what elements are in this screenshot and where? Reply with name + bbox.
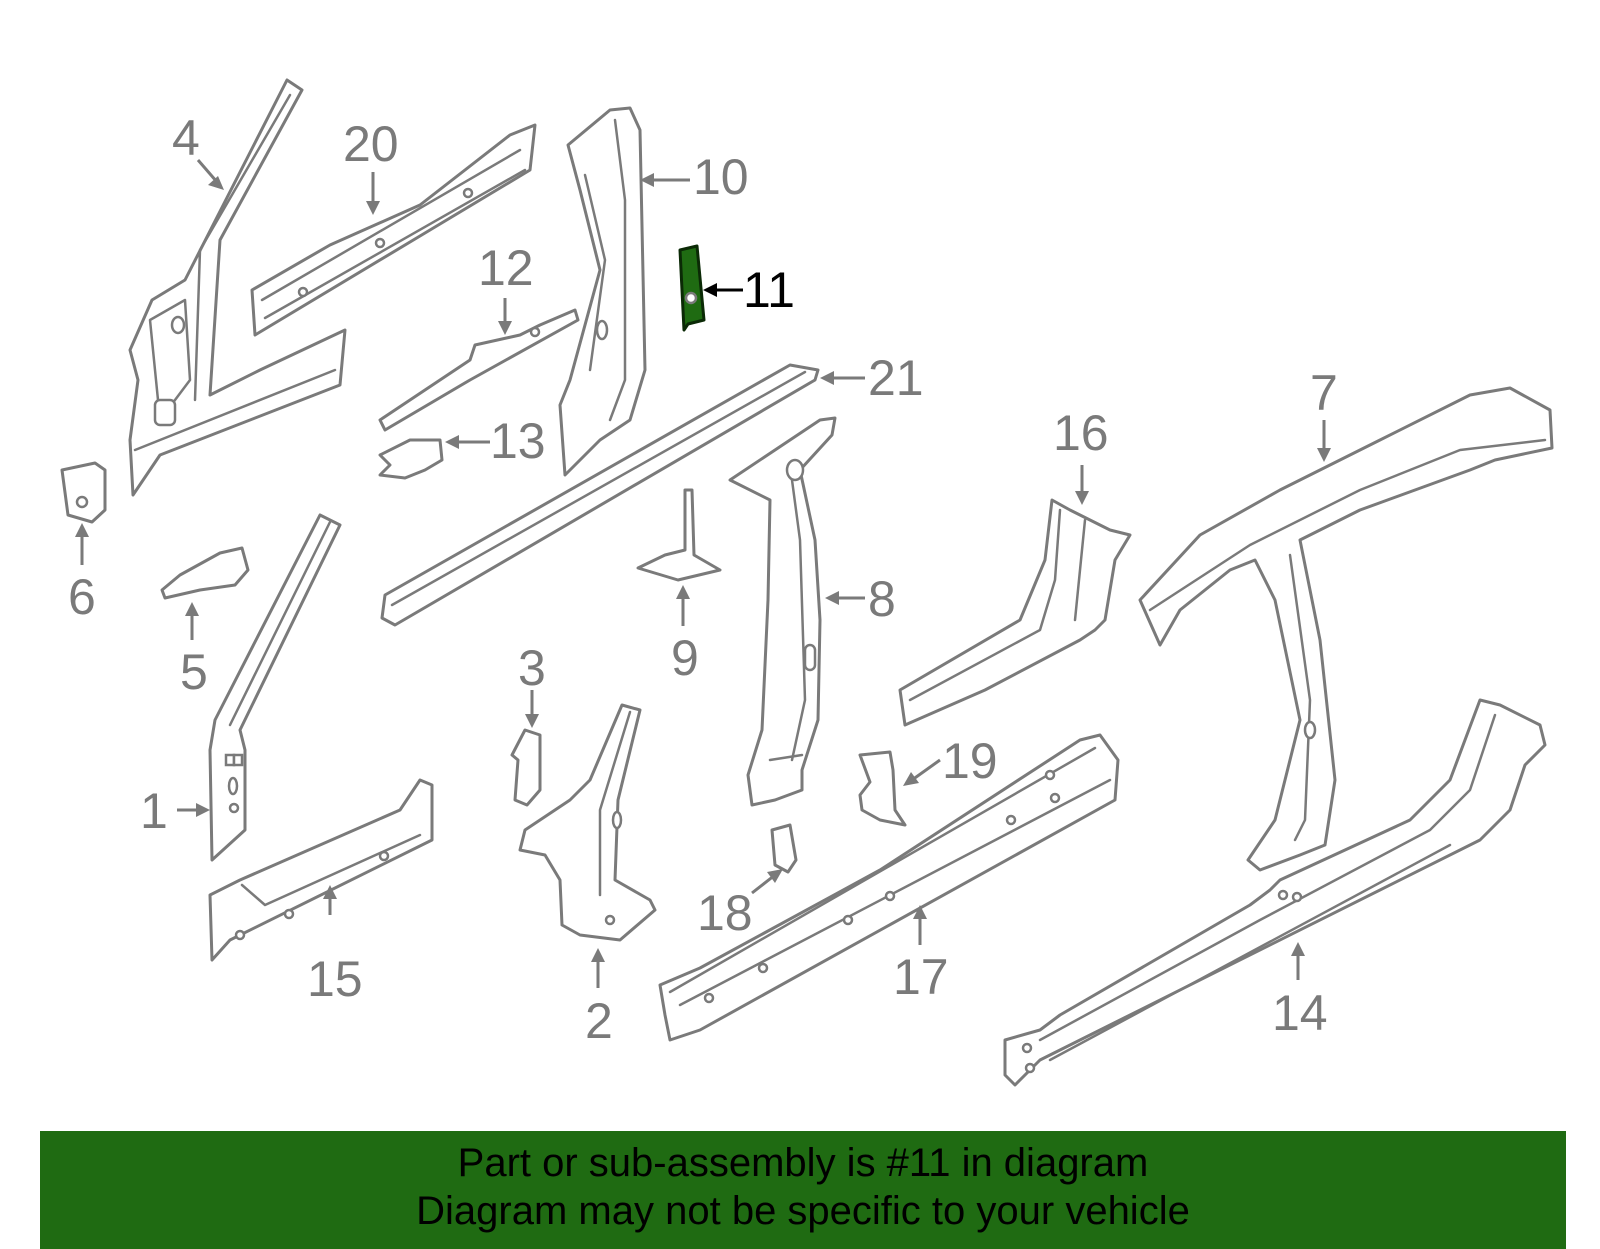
part-14 [1003,698,1547,1087]
part-7 [1138,386,1554,872]
callout-3: 3 [518,640,546,696]
callout-13: 13 [490,413,546,469]
part-18 [770,823,798,874]
part-9 [636,488,722,582]
part-17 [658,733,1120,1042]
info-banner: Part or sub-assembly is #11 in diagram D… [40,1131,1566,1249]
callout-19: 19 [942,733,998,789]
callout-5: 5 [180,644,208,700]
part-16 [898,498,1132,727]
part-2 [518,703,657,942]
callout-18: 18 [697,885,753,941]
part-11 [678,244,706,332]
callout-17: 17 [893,949,949,1005]
part-10 [558,106,647,477]
part-12 [378,308,580,432]
part-13 [378,438,444,480]
callout-4: 4 [172,110,200,166]
leaders [75,159,1331,988]
callout-12: 12 [478,240,534,296]
part-15 [208,778,434,962]
callout-2: 2 [585,993,613,1049]
callouts: 4 20 10 11 12 13 21 6 5 1 15 3 2 9 8 18 … [68,110,1338,1049]
part-20 [250,123,537,337]
callout-16: 16 [1053,405,1109,461]
banner-disclaimer-text: Diagram may not be specific to your vehi… [416,1189,1190,1233]
part-5 [160,546,250,600]
part-19 [858,750,907,827]
part-21 [380,363,820,627]
callout-21: 21 [868,350,924,406]
callout-11: 11 [743,262,795,318]
callout-1: 1 [140,783,168,839]
callout-15: 15 [307,951,363,1007]
callout-10: 10 [693,149,749,205]
part-6 [60,461,107,524]
callout-9: 9 [671,630,699,686]
part-1 [208,513,342,862]
callout-20: 20 [343,116,399,172]
callout-6: 6 [68,569,96,625]
part-8 [728,416,837,807]
part-3 [510,728,542,807]
banner-part-text: Part or sub-assembly is #11 in diagram [457,1141,1149,1185]
part-4 [128,78,347,497]
callout-8: 8 [868,571,896,627]
callout-14: 14 [1272,985,1328,1041]
callout-7: 7 [1310,365,1338,421]
